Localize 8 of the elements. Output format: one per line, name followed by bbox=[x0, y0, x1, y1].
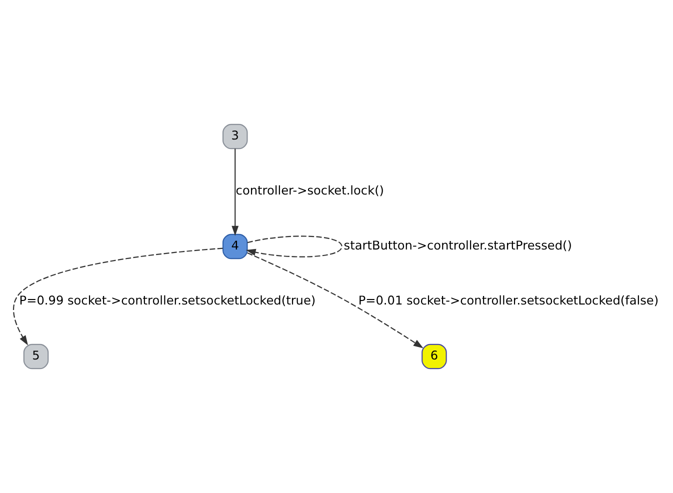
edge-label: P=0.99 socket->controller.setsocketLocked(true) bbox=[19, 294, 316, 308]
arrow bbox=[246, 236, 342, 258]
edge-label: controller->socket.lock() bbox=[236, 184, 384, 198]
edge-label: startButton->controller.startPressed() bbox=[344, 238, 572, 253]
edge-label: P=0.01 socket->controller.setsocketLocked(false) bbox=[358, 294, 659, 308]
arrow bbox=[247, 252, 424, 348]
arrow bbox=[13, 248, 223, 346]
arrow bbox=[232, 148, 239, 236]
